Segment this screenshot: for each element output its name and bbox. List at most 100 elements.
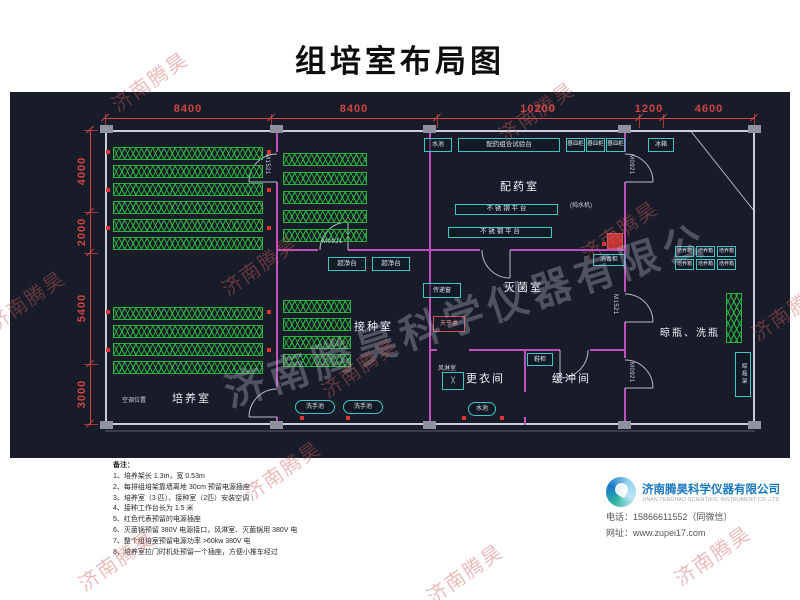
column xyxy=(270,125,283,133)
incubator: 培养箱 xyxy=(696,246,715,257)
water-purifier-label: (纯水机) xyxy=(570,203,592,209)
power-outlet xyxy=(346,416,350,420)
culture-rack xyxy=(113,325,263,338)
power-outlet xyxy=(462,416,466,420)
wall xyxy=(624,388,626,425)
culture-rack xyxy=(726,293,742,343)
wall xyxy=(624,130,626,152)
wall xyxy=(524,350,526,392)
dim-top-4: 1200 xyxy=(634,103,664,115)
note-item: 6、灭菌锅预留 380V 电源接口，风淋室、灭菌锅用 380V 电 xyxy=(113,527,298,535)
dim-ext xyxy=(84,364,98,365)
wall xyxy=(276,182,278,387)
company-website: 网址：www.zupei17.com xyxy=(606,528,706,538)
culture-rack xyxy=(113,219,263,232)
clean-bench: 超净台 xyxy=(372,257,410,271)
column xyxy=(423,421,436,429)
culture-rack xyxy=(113,147,263,160)
wall xyxy=(277,249,318,251)
power-outlet xyxy=(500,416,504,420)
note-item: 5、红色代表预留的电源插座 xyxy=(113,516,201,524)
dim-ext xyxy=(84,212,98,213)
power-outlet xyxy=(300,416,304,420)
dim-ext xyxy=(271,114,272,128)
column xyxy=(100,125,113,133)
wall xyxy=(429,130,431,425)
dim-top-2: 8400 xyxy=(339,103,369,115)
culture-rack xyxy=(283,318,351,331)
dim-left-1: 4000 xyxy=(76,156,88,186)
air-shower-box: ╳ xyxy=(442,372,464,390)
room-label-culture: 培养室 xyxy=(172,393,211,405)
wall xyxy=(590,349,625,351)
incubator: 培养箱 xyxy=(717,259,736,270)
incubator: 培养箱 xyxy=(675,246,694,257)
column xyxy=(618,421,631,429)
dim-ext xyxy=(84,424,98,425)
power-outlet xyxy=(602,242,606,246)
note-item: 4、接种工作台长为 1.5 米 xyxy=(113,505,194,513)
power-outlet xyxy=(106,348,110,352)
door-label-m1521: M1521 xyxy=(612,294,618,315)
sink-pill: 水池 xyxy=(468,402,496,416)
culture-rack xyxy=(113,237,263,250)
page-title: 组培室布局图 xyxy=(295,44,505,79)
stainless-platform: 不 锈 钢 平 台 xyxy=(448,227,552,238)
culture-rack xyxy=(283,229,367,242)
fan-icon: ╳ xyxy=(451,378,455,384)
company-name: 济南腾昊科学仪器有限公司 xyxy=(642,484,780,496)
pass-window: 传递窗 xyxy=(423,283,461,298)
notes-heading: 备注： xyxy=(113,462,134,469)
room-label-prep: 配药室 xyxy=(500,181,539,193)
dim-left-3: 5400 xyxy=(76,293,88,323)
column xyxy=(748,421,761,429)
clean-bench: 超净台 xyxy=(328,257,366,271)
company-phone: 电话：15866611552（同微信） xyxy=(606,512,733,522)
wall xyxy=(276,130,278,152)
culture-rack xyxy=(283,300,351,313)
prep-bench: 配药组合试验台 xyxy=(458,138,560,152)
power-outlet xyxy=(267,310,271,314)
column xyxy=(270,421,283,429)
dim-ext xyxy=(437,114,438,128)
dim-top-3: 10200 xyxy=(520,103,556,115)
power-outlet xyxy=(267,188,271,192)
note-item: 8、培养室拉门时机处预留一个插座，方便小推车经过 xyxy=(113,548,278,556)
dim-ext xyxy=(639,114,640,128)
column xyxy=(100,421,113,429)
dim-left-4: 3000 xyxy=(76,379,88,409)
company-info: 济南腾昊科学仪器有限公司 JINAN TENGHAO SCIENTIFIC IN… xyxy=(606,477,796,539)
company-name-en: JINAN TENGHAO SCIENTIFIC INSTRUMENT CO.,… xyxy=(642,497,780,503)
dim-ext xyxy=(754,114,755,128)
bottle-rack: 晾瓶架 xyxy=(735,352,751,397)
dim-ext xyxy=(663,114,664,128)
culture-rack xyxy=(283,172,367,185)
wash-sink: 洗手池 xyxy=(295,400,335,414)
wall xyxy=(348,249,430,251)
room-label-inoc: 接种室 xyxy=(354,321,393,333)
wall xyxy=(469,349,560,351)
note-item: 2、每排组培架靠墙离地 30cm 预留电源插座 xyxy=(113,483,250,491)
note-item: 1、培养架长 1.3m，宽 0.53m xyxy=(113,472,205,480)
ac-note: 空调位置 xyxy=(122,398,147,404)
stainless-platform: 不 锈 钢 平 台 xyxy=(455,204,558,215)
power-outlet xyxy=(106,188,110,192)
door-label-m0921: M0921 xyxy=(322,239,343,245)
power-outlet xyxy=(106,310,110,314)
air-shower-label: 风淋室 xyxy=(438,366,457,372)
dim-left-2: 2000 xyxy=(76,217,88,247)
sink-box: 水池 xyxy=(424,138,452,152)
dim-top-1: 8400 xyxy=(173,103,203,115)
wall xyxy=(624,182,626,292)
vessel-cabinet: 器皿柜 xyxy=(586,138,605,152)
culture-rack xyxy=(113,361,263,374)
vessel-cabinet: 器皿柜 xyxy=(566,138,585,152)
wall xyxy=(430,349,437,351)
culture-rack xyxy=(283,354,351,367)
incubator: 培养箱 xyxy=(675,259,694,270)
power-outlet xyxy=(267,226,271,230)
column xyxy=(618,125,631,133)
door-label-m0921: M0921 xyxy=(628,362,634,383)
room-label-changing: 更衣间 xyxy=(466,373,505,385)
